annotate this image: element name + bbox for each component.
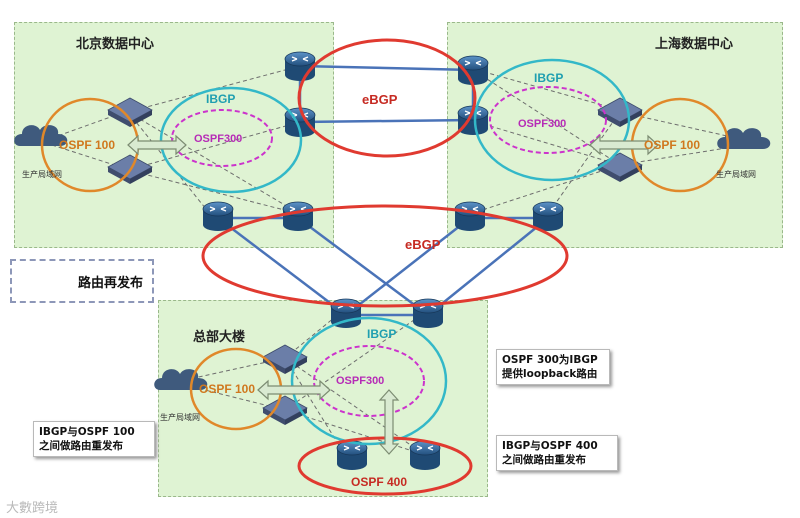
shanghai-production-lan-label: 生产局域网 xyxy=(716,169,756,179)
hq-switch-icon-1 xyxy=(262,344,308,375)
callout-line: IBGP与OSPF 400 xyxy=(502,440,598,452)
beijing-ibgp-label: IBGP xyxy=(206,92,235,106)
beijing-wan-router-icon-1 xyxy=(202,201,234,232)
callout-line: 之间做路由重发布 xyxy=(39,440,123,452)
beijing-zone-label: 北京数据中心 xyxy=(76,37,155,52)
ibgp-ospf100-note-callout: IBGP与OSPF 100 之间做路由重发布 xyxy=(33,421,155,457)
hq-zone-label: 总部大楼 xyxy=(193,330,246,345)
watermark: 大數跨境 xyxy=(6,501,59,516)
legend: 路由再发布 xyxy=(10,259,154,303)
shanghai-zone-label: 上海数据中心 xyxy=(655,37,734,52)
beijing-wan-router-icon-2 xyxy=(282,201,314,232)
callout-line: OSPF 300为IBGP xyxy=(502,354,598,366)
shanghai-switch-icon-2 xyxy=(597,152,643,183)
hq-production-lan-label: 生产局域网 xyxy=(160,412,200,422)
hq-ibgp-label: IBGP xyxy=(367,327,396,341)
beijing-ospf300-label: OSPF300 xyxy=(194,133,242,145)
ibgp-ospf400-note-callout: IBGP与OSPF 400 之间做路由重发布 xyxy=(496,435,618,471)
beijing-border-router-icon-1 xyxy=(284,51,316,82)
beijing-datacenter-zone xyxy=(14,22,334,248)
legend-label: 路由再发布 xyxy=(78,276,144,291)
hq-ospf400-router-icon-2 xyxy=(409,440,441,471)
callout-line: 之间做路由重发布 xyxy=(502,454,586,466)
redistribution-arrows xyxy=(127,134,659,455)
shanghai-ospf100-label: OSPF 100 xyxy=(644,138,700,152)
shanghai-wan-router-icon-2 xyxy=(532,201,564,232)
dashed-links xyxy=(51,65,746,456)
beijing-ospf100-label: OSPF 100 xyxy=(59,138,115,152)
beijing-switch-icon-1 xyxy=(107,97,153,128)
shanghai-border-router-icon-1 xyxy=(457,55,489,86)
hq-ospf100-label: OSPF 100 xyxy=(199,382,255,396)
beijing-production-lan-label: 生产局域网 xyxy=(22,169,62,179)
shanghai-ibgp-label: IBGP xyxy=(534,71,563,85)
shanghai-wan-router-icon-1 xyxy=(454,201,486,232)
shanghai-ospf300-label: OSPF300 xyxy=(518,118,566,130)
hq-ospf400-router-icon-1 xyxy=(336,440,368,471)
ospf300-note-callout: OSPF 300为IBGP 提供loopback路由 xyxy=(496,349,610,385)
hq-ospf300-label: OSPF300 xyxy=(336,375,384,387)
callout-line: IBGP与OSPF 100 xyxy=(39,426,135,438)
callout-line: 提供loopback路由 xyxy=(502,368,598,380)
ebgp-middle-label: eBGP xyxy=(405,237,441,252)
ebgp-top-label: eBGP xyxy=(362,92,398,107)
ospf400-label: OSPF 400 xyxy=(351,475,407,489)
